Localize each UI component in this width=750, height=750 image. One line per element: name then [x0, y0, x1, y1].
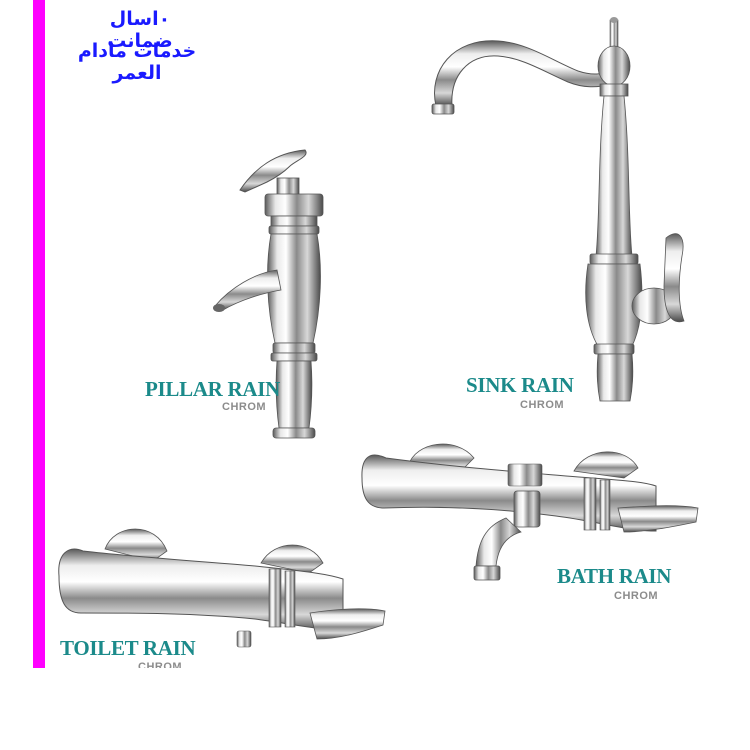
- bath-mixer-icon: [356, 436, 701, 586]
- toilet-mixer-icon: [55, 521, 390, 656]
- warranty-heading: ٠اسال ضمانت: [107, 8, 173, 52]
- bath-product-name: BATH RAIN: [557, 564, 672, 588]
- pillar-faucet-icon: [205, 148, 340, 443]
- bath-finish: CHROM: [614, 590, 659, 602]
- toilet-product-name: TOILET RAIN: [60, 636, 196, 660]
- sink-faucet-icon: [428, 16, 698, 411]
- toilet-finish: CHROM: [138, 661, 183, 668]
- pillar-product-name: PILLAR RAIN: [145, 377, 280, 401]
- pillar-finish: CHROM: [222, 401, 267, 413]
- accent-bar: [33, 0, 45, 668]
- sink-finish: CHROM: [520, 399, 565, 411]
- sink-product-name: SINK RAIN: [466, 373, 574, 397]
- service-heading: خدمات مادام العمر: [77, 40, 197, 84]
